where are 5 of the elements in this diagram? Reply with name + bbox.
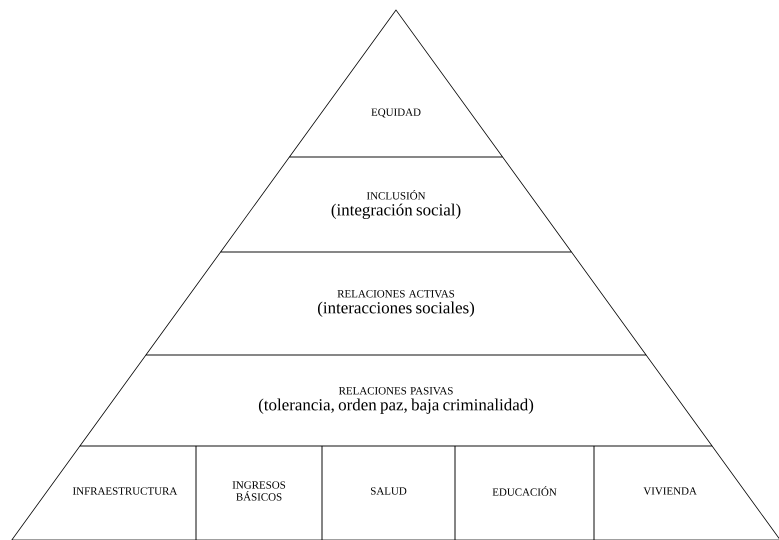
base-cell: EDUCACIÓN bbox=[454, 446, 594, 540]
base-cell: VIVIENDA bbox=[594, 446, 779, 540]
base-cell: SALUD bbox=[322, 446, 456, 540]
base-cell: INGRESOS BÁSICOS bbox=[196, 446, 322, 540]
base-cell: INFRAESTRUCTURA bbox=[11, 446, 196, 540]
